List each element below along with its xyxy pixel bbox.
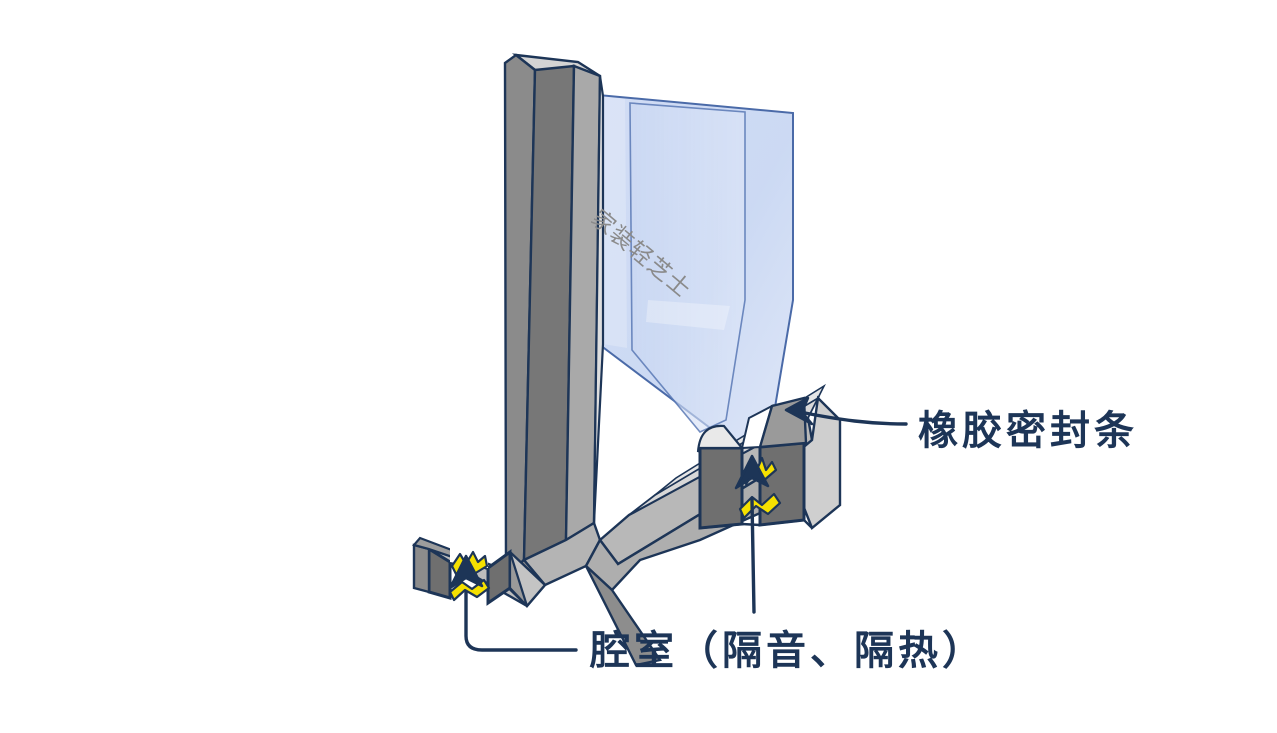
lower-left-bar-b-side — [508, 551, 529, 607]
lower-left-bar-a-body — [412, 543, 431, 594]
seal-leader-arrowhead — [784, 396, 814, 426]
chamber-leader-arrowhead-right — [734, 454, 770, 490]
chamber-leader-arrowhead-left — [448, 554, 484, 590]
sash-cut-end — [696, 395, 842, 530]
leader-lines — [448, 396, 908, 652]
seal-leader-line — [798, 410, 908, 426]
chamber-leader-line-right — [750, 498, 756, 614]
label-chamber: 腔室（隔音、隔热） — [590, 628, 986, 674]
label-rubber-seal: 橡胶密封条 — [918, 408, 1138, 454]
sash-left-wall-round-top — [696, 424, 745, 453]
sash-cut-bottom-edge — [699, 518, 813, 530]
chamber-leader-line-left — [464, 590, 578, 652]
lower-rubber-gasket — [738, 492, 782, 520]
vertical-frame-profile — [503, 53, 605, 578]
lower-right-sash-profile — [584, 383, 842, 667]
glass-inner-pane — [629, 102, 746, 433]
vertical-frame-face-light — [592, 75, 605, 524]
glass-edge-highlight — [601, 96, 627, 348]
glass-reflection-strip — [646, 300, 730, 330]
sash-under-leg-dark — [584, 565, 663, 667]
insulated-glass-panel — [596, 93, 794, 454]
